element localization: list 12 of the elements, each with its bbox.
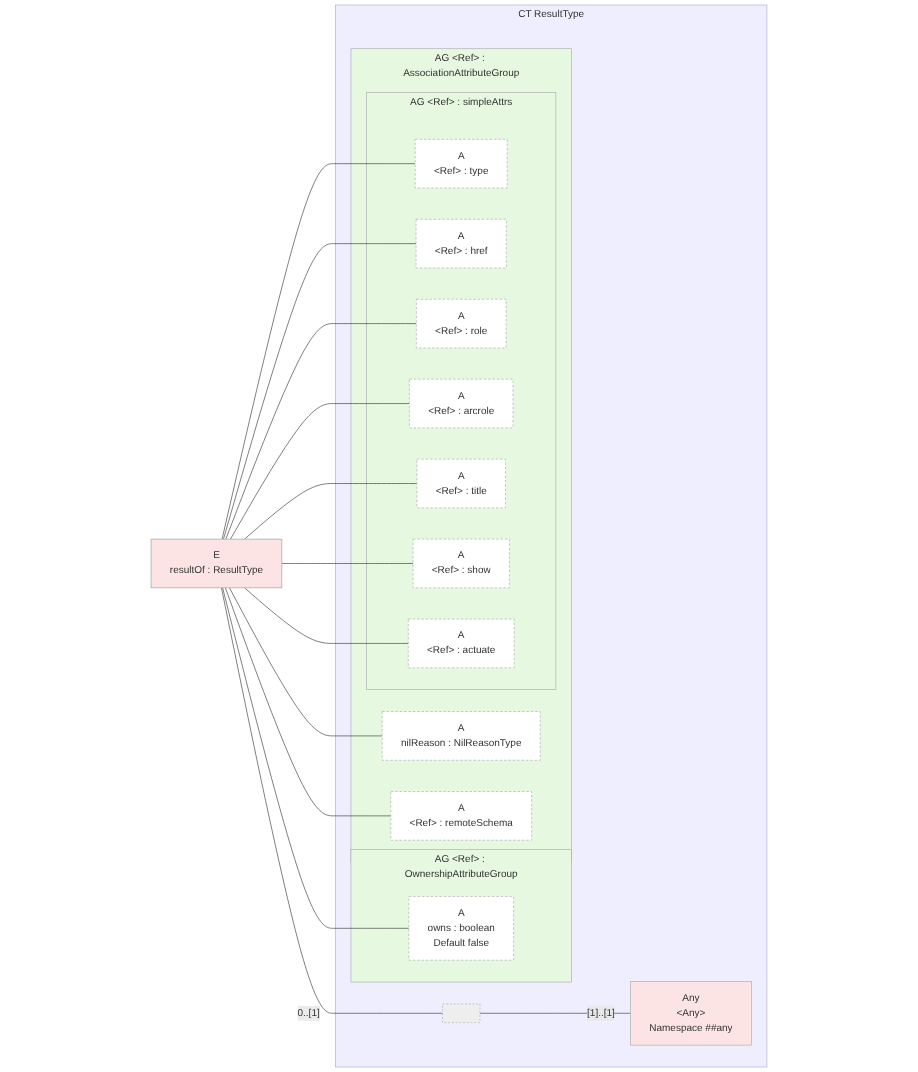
node-box — [442, 1003, 481, 1023]
connector — [223, 243, 417, 540]
connector — [221, 587, 443, 1014]
connector — [225, 587, 392, 817]
connector — [244, 483, 418, 540]
connector — [221, 163, 416, 540]
connector — [222, 587, 410, 929]
connector — [225, 323, 417, 540]
connector — [230, 403, 410, 540]
connector — [281, 563, 414, 564]
connector — [229, 587, 383, 737]
connector — [244, 587, 409, 644]
